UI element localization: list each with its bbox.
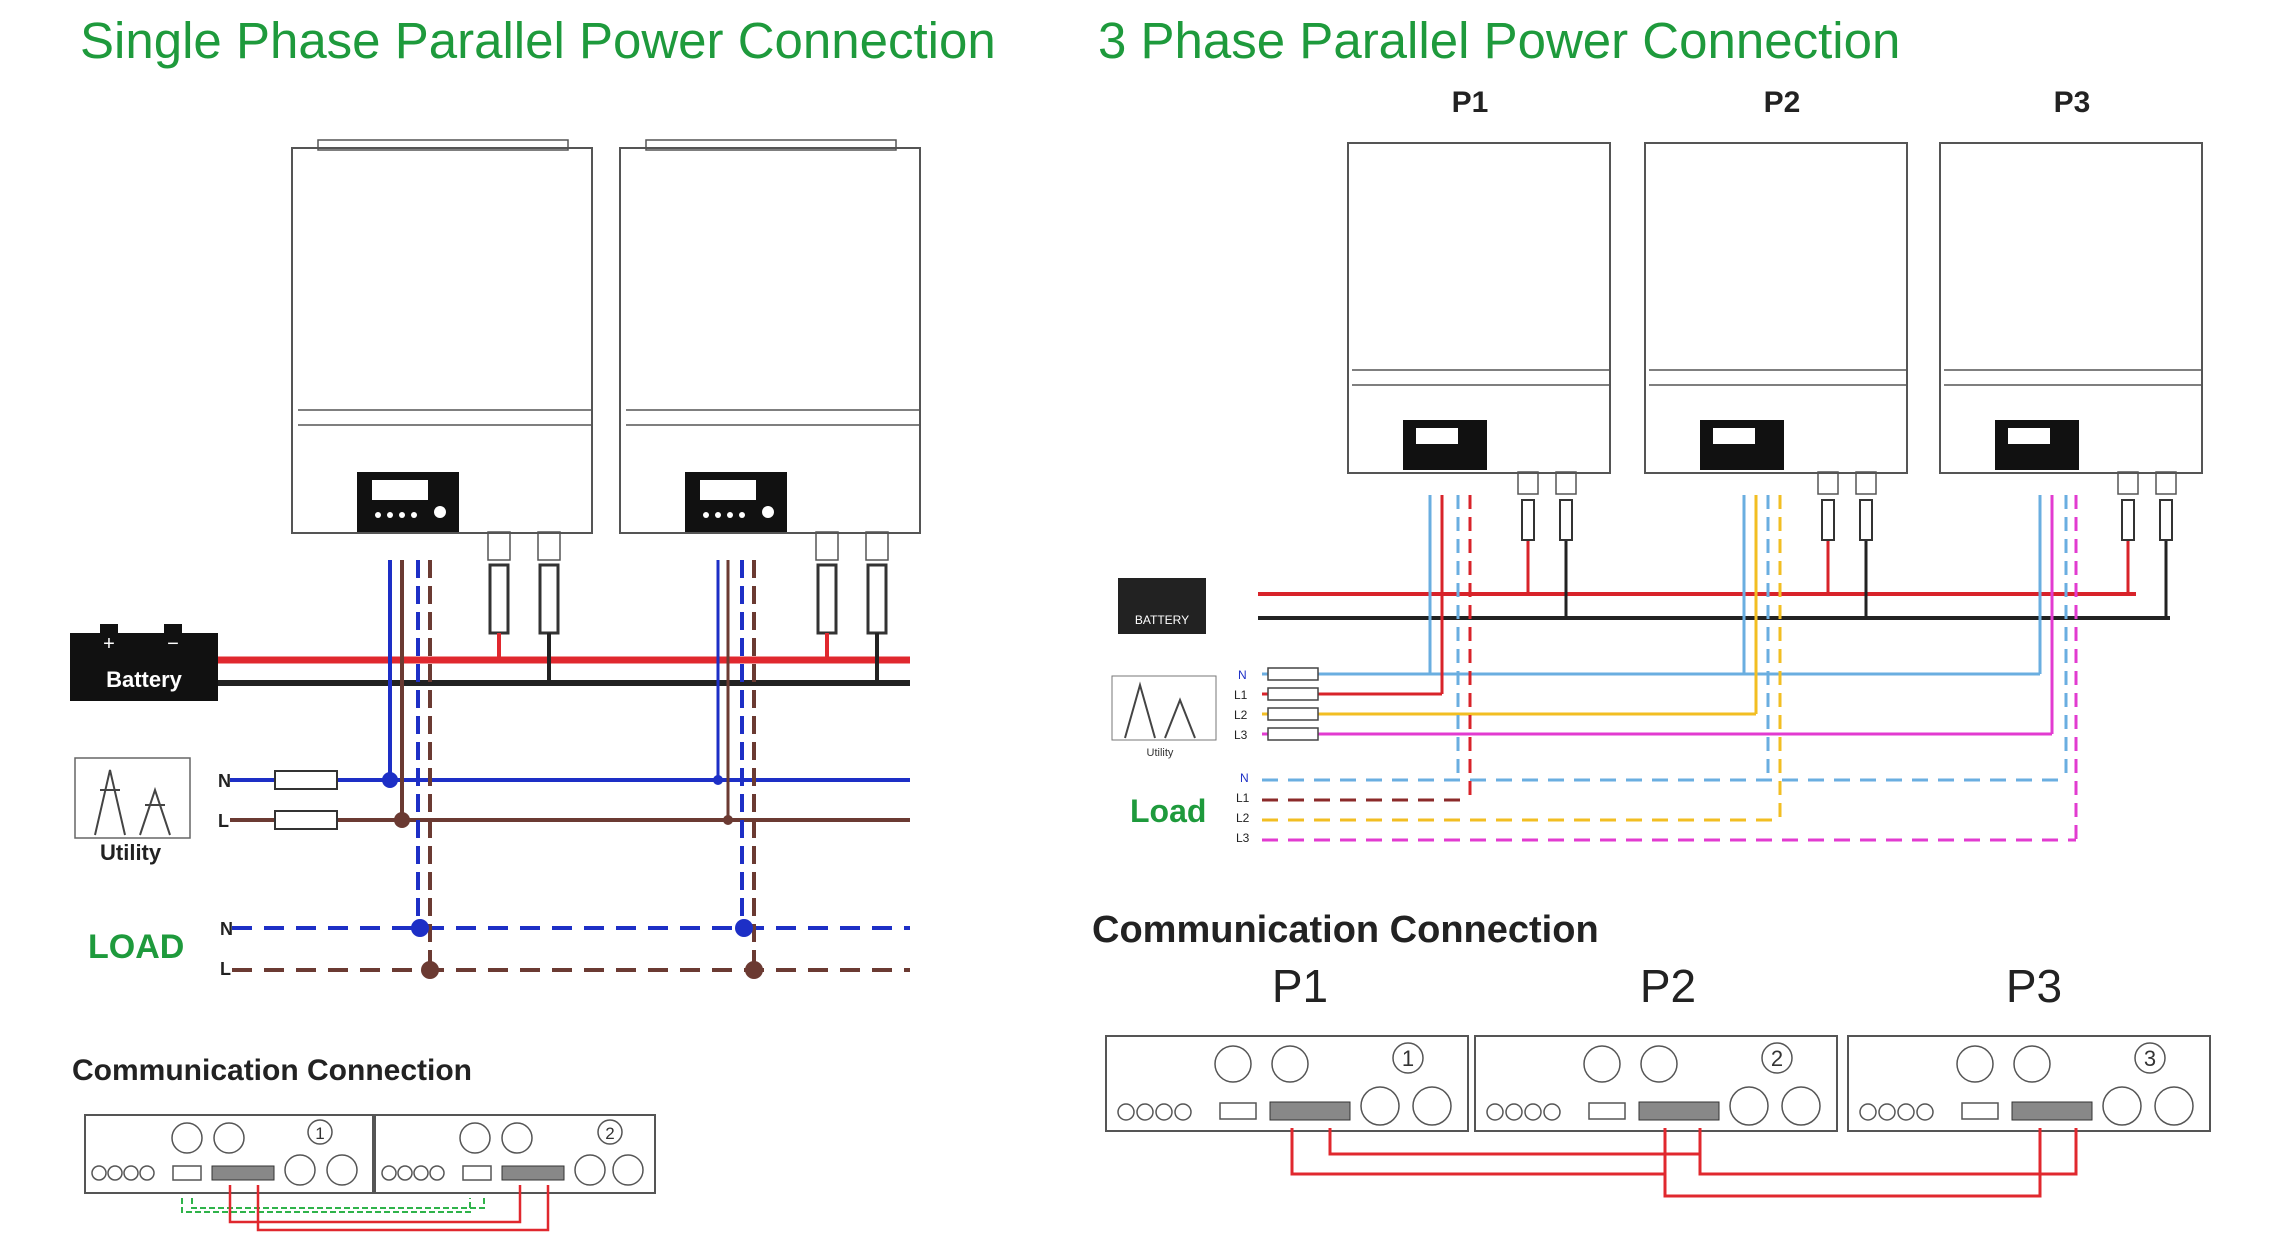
comm-label-p3: P3 <box>2006 960 2062 1012</box>
phase-label-p2: P2 <box>1764 86 1801 119</box>
comm-title-left: Communication Connection <box>72 1054 472 1087</box>
comm-label-p1: P1 <box>1272 960 1328 1012</box>
util-l3-label: L3 <box>1234 728 1248 742</box>
inverter-p2 <box>1644 142 1908 495</box>
comm-left-green-link <box>181 1198 471 1213</box>
load-l1-label: L1 <box>1236 791 1250 805</box>
utility-l-breaker <box>274 810 338 830</box>
util-l1-label: L1 <box>1234 688 1248 702</box>
comm-unit-p3 <box>1847 1035 2211 1132</box>
comm-left-unit-2-number: 2 <box>605 1124 614 1143</box>
utility-n-breaker <box>274 770 338 790</box>
load-l2-label: L2 <box>1236 811 1250 825</box>
comm-label-p2: P2 <box>1640 960 1696 1012</box>
battery-pos-sign: + <box>103 633 115 655</box>
utility-n-label: N <box>218 771 231 791</box>
comm-unit-p3-number: 3 <box>2144 1046 2156 1071</box>
phase-label-p3: P3 <box>2054 86 2091 119</box>
comm-right-red-link-2 <box>1663 1128 2042 1198</box>
inverter-unit-1 <box>291 139 593 561</box>
phase-label-p1: P1 <box>1452 86 1489 119</box>
inverter-unit-2 <box>619 139 921 561</box>
comm-unit-p1 <box>1105 1035 1469 1132</box>
inverter-p1 <box>1347 142 1611 495</box>
load-n-label: N <box>220 919 233 939</box>
comm-unit-p2-number: 2 <box>1771 1046 1783 1071</box>
inverter-p3 <box>1939 142 2203 495</box>
util-n-label: N <box>1238 668 1247 682</box>
load-label-right: Load <box>1130 793 1206 829</box>
three-phase-title: 3 Phase Parallel Power Connection <box>1098 12 1900 69</box>
comm-unit-left-2 <box>374 1114 656 1194</box>
battery-block: + − Battery <box>70 624 218 701</box>
comm-unit-left-1 <box>84 1114 374 1194</box>
utility-tower-icon-right <box>1111 675 1217 741</box>
comm-unit-p2 <box>1474 1035 1838 1132</box>
comm-title-right: Communication Connection <box>1092 909 1599 951</box>
load-n-label: N <box>1240 771 1249 785</box>
utility-label-right: Utility <box>1147 747 1174 759</box>
single-phase-title: Single Phase Parallel Power Connection <box>80 12 996 69</box>
util-l2-label: L2 <box>1234 708 1248 722</box>
battery-label: Battery <box>106 667 183 692</box>
comm-unit-p1-number: 1 <box>1402 1046 1414 1071</box>
utility-label: Utility <box>100 840 162 865</box>
battery-fuses-left <box>488 563 888 635</box>
battery-neg-sign: − <box>167 633 179 655</box>
battery-block-right: BATTERY <box>1118 578 1206 634</box>
comm-left-unit-1-number: 1 <box>315 1124 324 1143</box>
utility-l-label: L <box>218 811 229 831</box>
comm-right-red-link-1 <box>1290 1128 1667 1176</box>
utility-tower-icon <box>74 757 191 839</box>
comm-left-red-link <box>228 1185 522 1224</box>
load-l3-label: L3 <box>1236 831 1250 845</box>
load-l-label: L <box>220 959 231 979</box>
battery-label-right: BATTERY <box>1135 613 1189 627</box>
load-label: LOAD <box>88 928 184 966</box>
